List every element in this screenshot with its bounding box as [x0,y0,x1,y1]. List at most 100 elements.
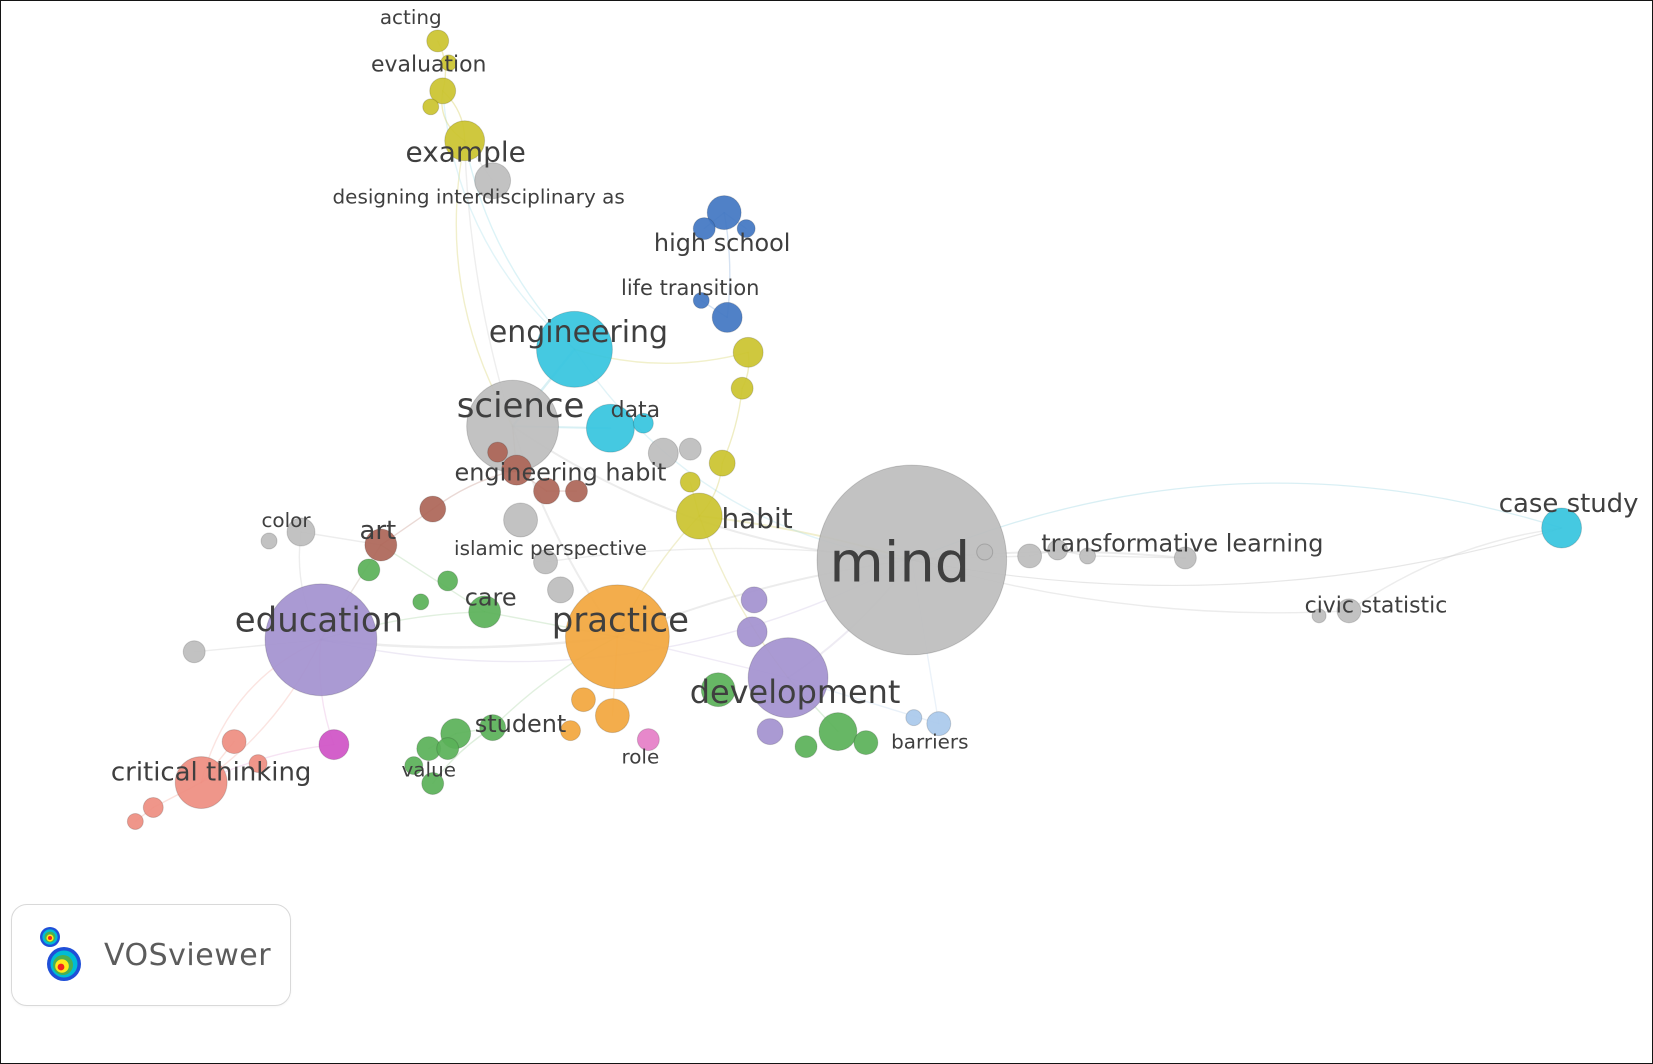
label-barriers: barriers [891,730,968,754]
node-data[interactable] [585,403,635,453]
node-bw3[interactable] [419,495,447,523]
node-example[interactable] [444,120,486,162]
node-gy3[interactable] [547,576,574,604]
node-tl3[interactable] [1079,547,1096,565]
label-islamic: islamic perspective [454,536,647,560]
node-lt1[interactable] [692,291,710,309]
node-sa4[interactable] [126,812,144,830]
label-student: student [475,710,567,738]
node-magenta1[interactable] [318,729,350,761]
node-gy6[interactable] [678,437,702,461]
node-civic[interactable] [1336,598,1362,624]
node-color[interactable] [286,517,316,547]
node-y_h4[interactable] [679,471,701,493]
node-acting[interactable] [426,29,450,53]
node-care[interactable] [468,595,502,629]
node-life_transition[interactable] [711,301,743,333]
label-development: development [690,673,901,711]
node-gn9[interactable] [436,737,460,761]
label-art: art [359,516,396,546]
label-case_study: case study [1499,489,1639,519]
node-gy5[interactable] [647,437,679,469]
label-designing: designing interdisciplinary as [333,185,625,209]
node-lb1[interactable] [905,709,923,727]
label-mind: mind [829,531,970,596]
node-role[interactable] [636,728,660,752]
label-transformative: transformative learning [1041,529,1323,557]
node-bw2[interactable] [564,479,588,503]
node-tl1[interactable] [1017,543,1043,569]
node-y_h3[interactable] [708,449,736,477]
node-hs1[interactable] [706,195,742,231]
node-bw1[interactable] [533,477,561,505]
node-pu1[interactable] [740,586,768,614]
label-example: example [406,135,526,168]
node-gy2[interactable] [503,502,539,538]
node-tl0[interactable] [976,543,994,561]
node-sa3[interactable] [142,797,164,818]
node-evaluation[interactable] [429,77,457,105]
node-development[interactable] [747,637,829,719]
node-or1[interactable] [570,687,596,713]
node-gn6[interactable] [853,730,879,756]
node-sa1[interactable] [221,729,247,755]
label-acting: acting [380,5,442,29]
node-art[interactable] [364,528,398,562]
node-eng_habit[interactable] [501,454,533,486]
label-color: color [261,508,311,532]
node-education[interactable] [264,583,378,697]
label-practice: practice [552,602,689,641]
labels-layer: acting designing interdisciplinary as colo… [111,5,1639,788]
node-cv1[interactable] [1311,608,1327,624]
label-education: education [235,602,403,641]
node-gn1[interactable] [437,570,459,592]
node-gn11[interactable] [404,756,424,776]
node-gn4[interactable] [700,672,736,708]
node-high_school[interactable] [736,219,756,239]
node-tl2[interactable] [1047,539,1069,561]
node-islamic[interactable] [533,549,559,575]
node-role_hub[interactable] [594,698,630,734]
node-barriers[interactable] [926,711,952,737]
label-value: value [401,758,456,782]
node-value[interactable] [421,772,445,796]
node-bw4[interactable] [487,441,509,463]
node-y_a1[interactable] [440,54,458,72]
node-student[interactable] [479,714,507,742]
node-gn2[interactable] [412,593,430,611]
node-gy4[interactable] [182,640,206,664]
label-role: role [621,745,659,769]
label-engineering: engineering [489,315,668,350]
node-gn3[interactable] [357,558,381,582]
node-sa2[interactable] [248,754,268,774]
label-data: data [611,398,660,423]
node-case_study[interactable] [1541,507,1583,549]
node-gn5[interactable] [818,712,858,752]
vosviewer-logo-icon [40,927,81,981]
edge-civic-case_study [1348,527,1563,612]
node-y_h1[interactable] [732,336,764,368]
node-cy1[interactable] [632,412,654,434]
node-gn7[interactable] [794,735,818,759]
node-gy1[interactable] [260,532,278,550]
node-transformative[interactable] [1173,546,1197,570]
label-civic: civic statistic [1305,594,1448,619]
node-habit[interactable] [675,492,723,540]
node-practice[interactable] [564,584,670,690]
label-eng_habit: engineering habit [455,458,667,486]
label-critical: critical thinking [111,758,311,788]
node-pu3[interactable] [756,718,784,746]
node-y_h2[interactable] [730,376,754,400]
node-engineering[interactable] [536,310,613,388]
node-mind[interactable] [816,464,1008,656]
node-y_a2[interactable] [422,98,440,116]
node-designing[interactable] [474,162,512,200]
node-pu2[interactable] [736,616,768,648]
node-hs2[interactable] [692,217,716,241]
node-critical[interactable] [174,756,228,809]
label-habit: habit [721,502,792,535]
node-or2[interactable] [560,720,581,742]
edge-mind-case_study [911,482,1563,561]
